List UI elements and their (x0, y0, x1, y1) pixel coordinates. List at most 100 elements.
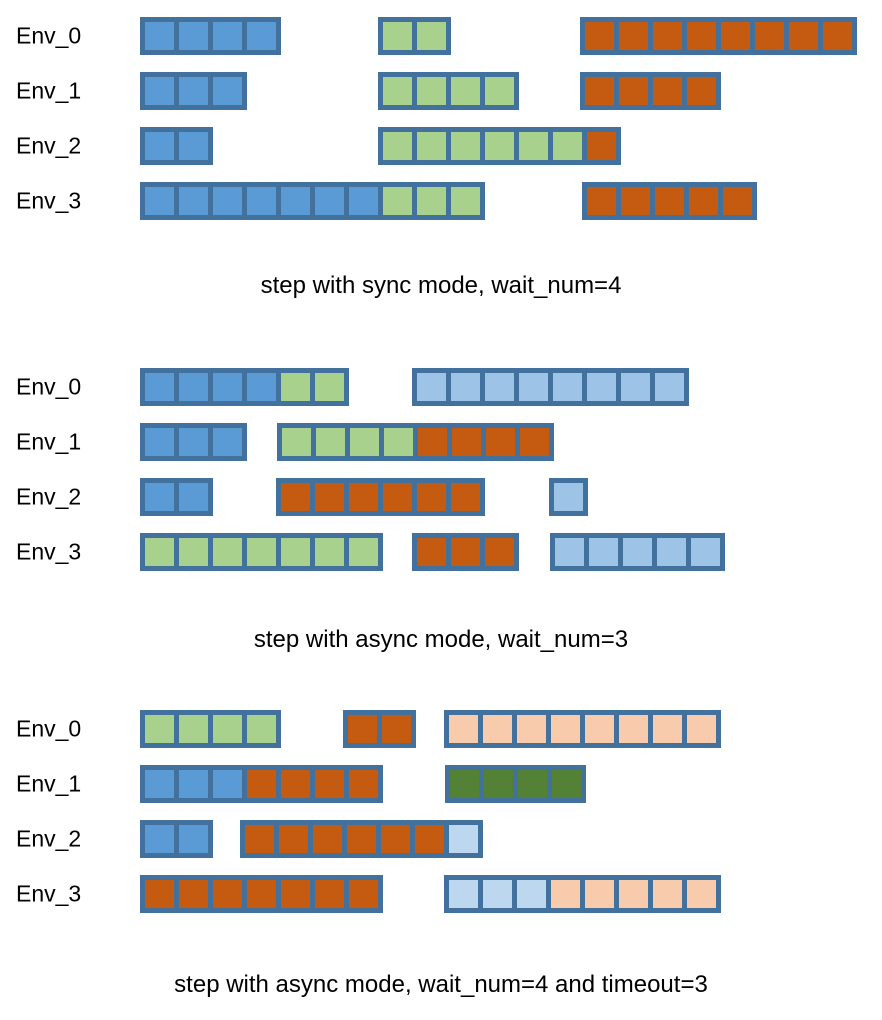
step-cell-green (451, 77, 480, 105)
step-cell-orange (315, 483, 344, 511)
step-cell-green (349, 538, 378, 566)
step-group (240, 820, 483, 858)
step-cell-blue (179, 187, 208, 215)
step-cell-green (213, 715, 242, 743)
step-group (140, 423, 247, 461)
step-cell-orange (789, 22, 818, 50)
step-cell-green (417, 22, 446, 50)
env-label: Env_1 (16, 428, 82, 455)
step-cell-lightblue (691, 538, 720, 566)
step-cell-lightblue (589, 538, 618, 566)
step-cell-orange (723, 187, 752, 215)
step-cell-orange (486, 428, 515, 456)
step-cell-orange (587, 132, 616, 160)
step-cell-lightblue (655, 373, 684, 401)
env-label: Env_1 (16, 770, 82, 797)
step-cell-lightblue (519, 373, 548, 401)
step-cell-orange (721, 22, 750, 50)
step-cell-peach (585, 880, 614, 908)
step-cell-blue (349, 187, 378, 215)
step-cell-green (417, 77, 446, 105)
step-cell-green (350, 428, 379, 456)
step-cell-orange (655, 187, 684, 215)
step-cell-blue (179, 483, 208, 511)
step-cell-orange (485, 538, 514, 566)
step-cell-orange (415, 825, 444, 853)
step-cell-blue (247, 373, 276, 401)
env-row-async-wait4-timeout3-env_0: Env_0 (0, 710, 882, 748)
step-cell-orange (418, 428, 447, 456)
step-cell-orange (417, 538, 446, 566)
step-cell-orange (279, 825, 308, 853)
step-cell-orange (281, 770, 310, 798)
step-group (140, 533, 383, 571)
step-cell-green (451, 132, 480, 160)
step-cell-orange (348, 715, 377, 743)
env-row-sync-wait4-env_1: Env_1 (0, 72, 882, 110)
step-cell-orange (452, 428, 481, 456)
step-cell-blue (213, 373, 242, 401)
step-cell-blue (145, 483, 174, 511)
step-cell-lightblue (587, 373, 616, 401)
env-label: Env_0 (16, 22, 82, 49)
env-label: Env_3 (16, 187, 82, 214)
step-cell-lightblue (657, 538, 686, 566)
step-cell-green (179, 715, 208, 743)
step-cell-orange (281, 483, 310, 511)
step-cell-peach (619, 880, 648, 908)
step-cell-peach (517, 715, 546, 743)
step-cell-blue (179, 825, 208, 853)
step-group (412, 533, 519, 571)
step-cell-lightblue (555, 538, 584, 566)
caption-sync-wait4: step with sync mode, wait_num=4 (260, 272, 622, 299)
step-cell-orange (245, 825, 274, 853)
env-label: Env_0 (16, 715, 82, 742)
step-cell-orange (451, 538, 480, 566)
step-cell-paleblue (517, 880, 546, 908)
step-cell-orange (687, 22, 716, 50)
step-group (412, 368, 689, 406)
caption-async-wait4-timeout3: step with async mode, wait_num=4 and tim… (174, 971, 708, 998)
step-cell-orange (587, 187, 616, 215)
step-cell-darkgreen (552, 770, 581, 798)
step-cell-lightblue (621, 373, 650, 401)
step-cell-green (247, 715, 276, 743)
step-cell-blue (213, 428, 242, 456)
step-cell-green (145, 538, 174, 566)
step-cell-green (417, 187, 446, 215)
step-group (140, 820, 213, 858)
step-cell-green (247, 538, 276, 566)
step-group (580, 17, 857, 55)
env-row-async-wait4-timeout3-env_1: Env_1 (0, 765, 882, 803)
step-cell-green (417, 132, 446, 160)
step-group (277, 423, 554, 461)
step-group (140, 765, 383, 803)
step-cell-green (315, 538, 344, 566)
step-cell-orange (755, 22, 784, 50)
step-cell-blue (179, 77, 208, 105)
step-cell-orange (347, 825, 376, 853)
step-group (140, 72, 247, 110)
step-cell-peach (551, 715, 580, 743)
step-cell-darkgreen (450, 770, 479, 798)
step-cell-green (316, 428, 345, 456)
env-row-async-wait3-env_1: Env_1 (0, 423, 882, 461)
step-cell-green (315, 373, 344, 401)
step-cell-blue (145, 77, 174, 105)
step-cell-green (383, 77, 412, 105)
step-cell-lightblue (485, 373, 514, 401)
step-cell-blue (213, 187, 242, 215)
step-cell-blue (281, 187, 310, 215)
step-cell-green (553, 132, 582, 160)
step-cell-blue (145, 22, 174, 50)
step-group (140, 368, 349, 406)
step-cell-green (485, 77, 514, 105)
step-cell-orange (179, 880, 208, 908)
step-cell-blue (315, 187, 344, 215)
step-cell-orange (381, 825, 410, 853)
step-cell-orange (417, 483, 446, 511)
step-cell-green (145, 715, 174, 743)
step-group (140, 17, 281, 55)
step-cell-green (519, 132, 548, 160)
